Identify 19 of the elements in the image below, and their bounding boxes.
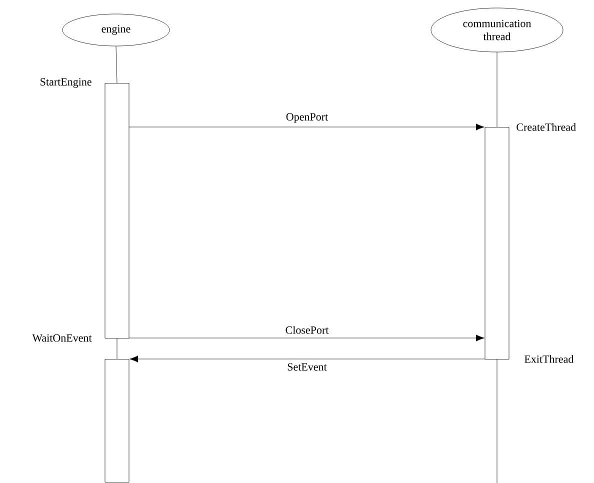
- message-name: StartEngine: [40, 78, 92, 88]
- message-arrow: [128, 334, 484, 342]
- lifeline: [496, 359, 498, 483]
- lifeline: [116, 46, 118, 84]
- message-name: WaitOnEvent: [32, 334, 92, 342]
- edge-label: OpenPort: [286, 113, 328, 123]
- message-name: CreateThread: [516, 123, 576, 131]
- message-arrow: [128, 124, 484, 130]
- activation-bar: [484, 127, 510, 360]
- activation-bar: [104, 83, 130, 338]
- message-arrow: [130, 356, 486, 362]
- lifeline: [116, 338, 118, 360]
- lifeline-head: communication thread: [430, 8, 564, 52]
- activation-bar: [104, 359, 130, 482]
- message-name: ExitThread: [524, 355, 574, 363]
- lifeline: [496, 52, 498, 128]
- edge-label: ClosePort: [286, 326, 329, 334]
- lifeline-head: engine: [62, 14, 170, 46]
- edge-label: SetEvent: [288, 363, 327, 371]
